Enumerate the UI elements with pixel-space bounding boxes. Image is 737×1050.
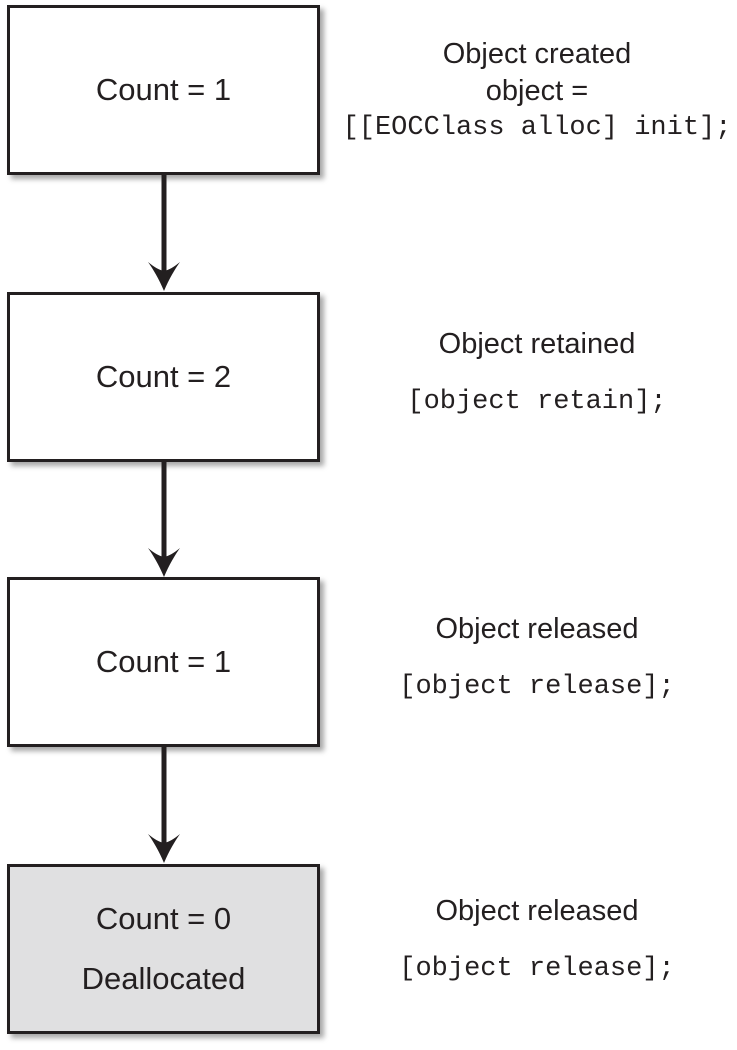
code-snippet: [[EOCClass alloc] init];: [342, 113, 732, 143]
count-box-created: Count = 1: [7, 5, 320, 175]
step-annotation-created: Object created object = [[EOCClass alloc…: [337, 36, 737, 147]
code-snippet: [object release];: [399, 954, 675, 984]
step-annotation-final-release: Object released [object release];: [337, 893, 737, 988]
step-annotation-released: Object released [object release];: [337, 611, 737, 706]
count-box-released: Count = 1: [7, 577, 320, 747]
step-description-line: Object retained: [438, 328, 636, 360]
count-value-label: Count = 1: [95, 72, 232, 107]
count-value-label: Count = 1: [95, 644, 232, 679]
step-description-line: Object released: [435, 613, 639, 645]
count-box-retained: Count = 2: [7, 292, 320, 462]
flow-arrow-down: [148, 747, 180, 863]
deallocated-label: Deallocated: [81, 961, 246, 996]
step-description-line: object =: [485, 75, 589, 107]
code-snippet: [object release];: [399, 672, 675, 702]
count-value-label: Count = 0: [95, 901, 232, 936]
flow-arrow-down: [148, 175, 180, 291]
step-description-line: Object released: [435, 895, 639, 927]
step-description-line: Object created: [442, 38, 632, 70]
code-snippet: [object retain];: [407, 387, 667, 417]
count-value-label: Count = 2: [95, 359, 232, 394]
count-box-deallocated: Count = 0 Deallocated: [7, 864, 320, 1034]
step-annotation-retained: Object retained [object retain];: [337, 326, 737, 421]
flow-arrow-down: [148, 461, 180, 577]
